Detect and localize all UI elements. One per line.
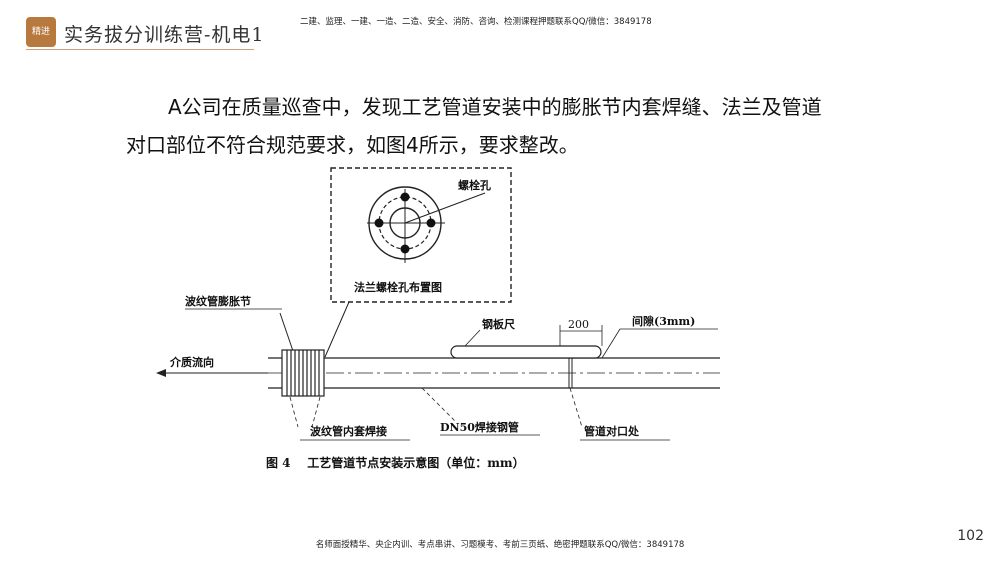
header-divider — [26, 49, 254, 50]
pipe-spec-label: DN50焊接钢管 — [440, 420, 519, 434]
page-number: 102 — [957, 528, 984, 544]
pipe-joint-label: 管道对口处 — [584, 424, 640, 438]
question-text: A公司在质量巡查中，发现工艺管道安装中的膨胀节内套焊缝、法兰及管道对口部位不符合… — [126, 88, 826, 164]
bottom-leaders — [289, 387, 583, 428]
inset-caption: 法兰螺栓孔布置图 — [354, 280, 442, 294]
bellows-expansion-joint-label: 波纹管膨胀节 — [185, 294, 251, 308]
inner-sleeve-weld-label: 波纹管内套焊接 — [310, 424, 387, 438]
steel-ruler — [450, 345, 602, 359]
figure-caption: 图 4 工艺管道节点安装示意图（单位：mm） — [266, 455, 525, 470]
bolt-hole-label: 螺栓孔 — [458, 178, 491, 192]
pipe — [268, 357, 720, 389]
dimension-200-label: 200 — [568, 318, 589, 331]
pipe-installation-figure: 螺栓孔 法兰螺栓孔布置图 波纹管膨胀节 介质流向 钢板尺 200 — [156, 167, 720, 470]
flange-inset-box — [330, 167, 512, 303]
course-title: 实务拔分训练营-机电1 — [64, 24, 265, 46]
brand-logo: 精进 — [26, 17, 56, 47]
gap-label: 间隙(3mm) — [632, 314, 695, 328]
header-contact-note: 二建、监理、一建、一造、二造、安全、消防、咨询、检测课程押题联系QQ/微信：38… — [300, 17, 652, 27]
flow-arrowhead — [156, 369, 166, 377]
flow-direction-label: 介质流向 — [169, 355, 214, 369]
footer-contact-note: 名师面授精华、央企内训、考点串讲、习题模考、考前三页纸、绝密押题联系QQ/微信：… — [315, 540, 685, 550]
bolt-holes — [374, 192, 436, 254]
flange-drawing — [367, 186, 486, 263]
dimension-line — [559, 325, 603, 346]
steel-ruler-label: 钢板尺 — [482, 317, 515, 331]
bellows — [281, 349, 325, 397]
question-paragraph: A公司在质量巡查中，发现工艺管道安装中的膨胀节内套焊缝、法兰及管道对口部位不符合… — [126, 95, 822, 157]
